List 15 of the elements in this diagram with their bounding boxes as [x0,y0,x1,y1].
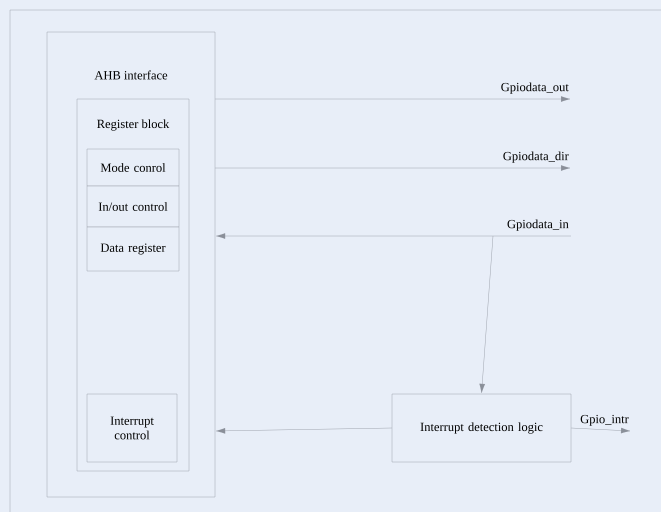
register-box: Mode conrol [86,148,180,186]
signal-label: Gpio_intr [578,412,631,428]
register-box: In/out control [86,186,180,228]
register-box: Data register [86,226,180,272]
arrow [215,165,570,171]
signal-label: Gpiodata_in [505,217,571,233]
arrow [216,428,392,434]
register-box: Interrupt control [86,394,178,462]
arrow [479,236,494,393]
block-box: Interrupt detection logic [392,394,572,462]
arrow [215,96,570,102]
signal-label: Gpiodata_out [498,80,571,96]
arrow [571,428,630,434]
signal-label: Gpiodata_dir [500,149,571,165]
arrow [216,233,572,239]
